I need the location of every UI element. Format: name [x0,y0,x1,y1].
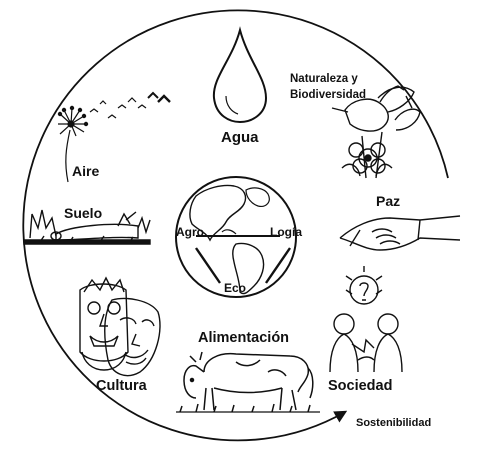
cycle-arrow [22,9,449,442]
handshake-icon [339,215,461,251]
globe-icon [175,176,297,298]
people-lightbulb-icon [329,266,403,373]
label-aire: Aire [72,163,99,179]
label-paz: Paz [376,193,400,209]
label-sostenibilidad: Sostenibilidad [356,417,431,429]
label-naturaleza-2: Biodiversidad [290,89,366,101]
label-eco: Eco [224,281,246,295]
label-logia: Logía [270,225,302,239]
cow-icon [176,351,320,413]
water-drop-icon [212,26,268,124]
herons-flower-icon [331,85,421,179]
label-agua: Agua [221,129,259,146]
label-sociedad: Sociedad [328,378,392,394]
label-suelo: Suelo [64,205,102,221]
label-alimentacion: Alimentación [198,330,289,346]
label-naturaleza-1: Naturaleza y [290,73,358,85]
masks-icon [79,276,161,377]
soil-log-icon [23,209,151,245]
dandelion-birds-icon [57,91,171,183]
label-agro: Agro [176,225,204,239]
label-cultura: Cultura [96,378,148,394]
